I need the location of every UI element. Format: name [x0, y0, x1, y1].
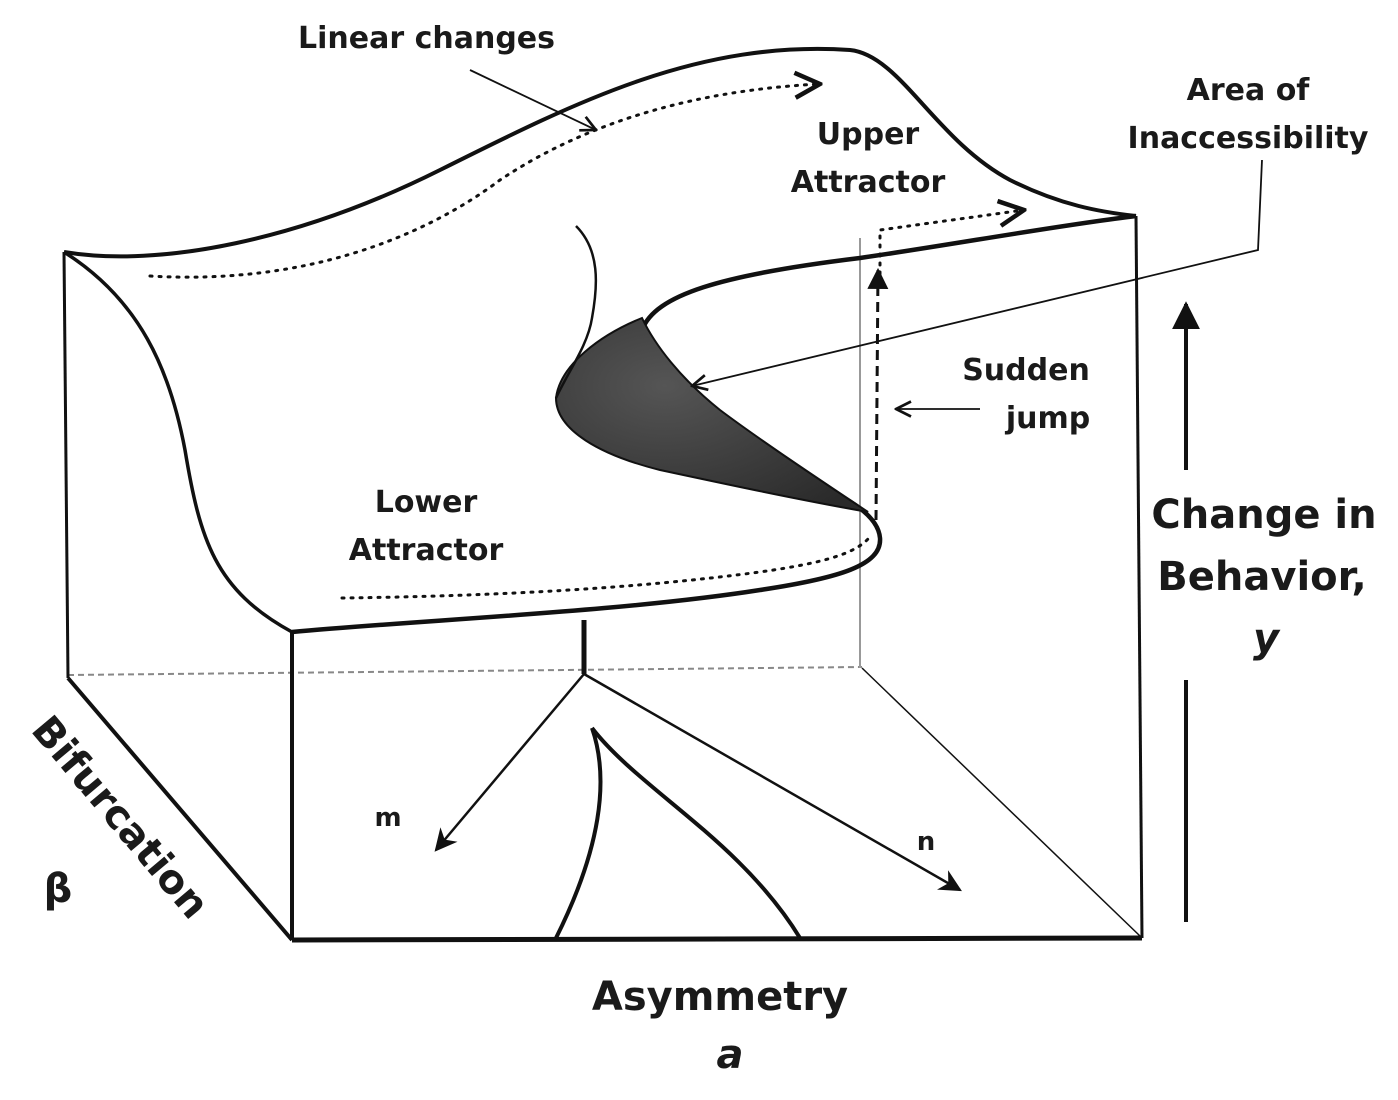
label-sudden-line1: Sudden — [962, 353, 1090, 388]
surface-back-edge — [63, 46, 1137, 259]
label-area-line1: Area of — [1187, 73, 1311, 108]
trajectories — [148, 84, 1024, 600]
label-sudden-line2: jump — [1005, 401, 1090, 436]
dotted-lower-path — [340, 532, 874, 600]
dotted-top-path — [148, 84, 820, 279]
label-change-line1: Change in — [1151, 492, 1376, 538]
box-hidden-edges — [67, 238, 863, 676]
m-arrow — [434, 673, 585, 852]
label-change-line2: Behavior, — [1157, 554, 1366, 600]
label-m: m — [374, 803, 401, 833]
fold-shaded-region — [554, 316, 869, 513]
n-arrow — [583, 672, 962, 892]
sudden-jump-arrow — [867, 267, 889, 521]
dotted-upper-path — [878, 210, 1024, 276]
surface-left-edge — [63, 250, 293, 634]
label-upper-line1: Upper — [817, 117, 920, 152]
label-change-symbol: y — [1253, 616, 1281, 662]
label-upper-line2: Attractor — [791, 165, 946, 200]
fold-contour — [554, 225, 598, 399]
label-bifurcation-symbol: β — [44, 866, 73, 912]
label-lower-line1: Lower — [375, 485, 478, 520]
label-linear-changes: Linear changes — [298, 21, 555, 56]
area-pointer — [692, 159, 1263, 386]
cusp-right-curve — [590, 726, 802, 940]
box-edges — [62, 215, 1144, 943]
cusp-left-curve — [554, 727, 603, 939]
label-lower-line2: Attractor — [349, 533, 504, 568]
label-asymmetry: Asymmetry — [592, 974, 848, 1020]
linear-changes-pointer — [469, 69, 596, 130]
label-n: n — [917, 827, 936, 857]
label-area-line2: Inaccessibility — [1128, 121, 1369, 156]
label-asymmetry-symbol: a — [717, 1032, 744, 1078]
